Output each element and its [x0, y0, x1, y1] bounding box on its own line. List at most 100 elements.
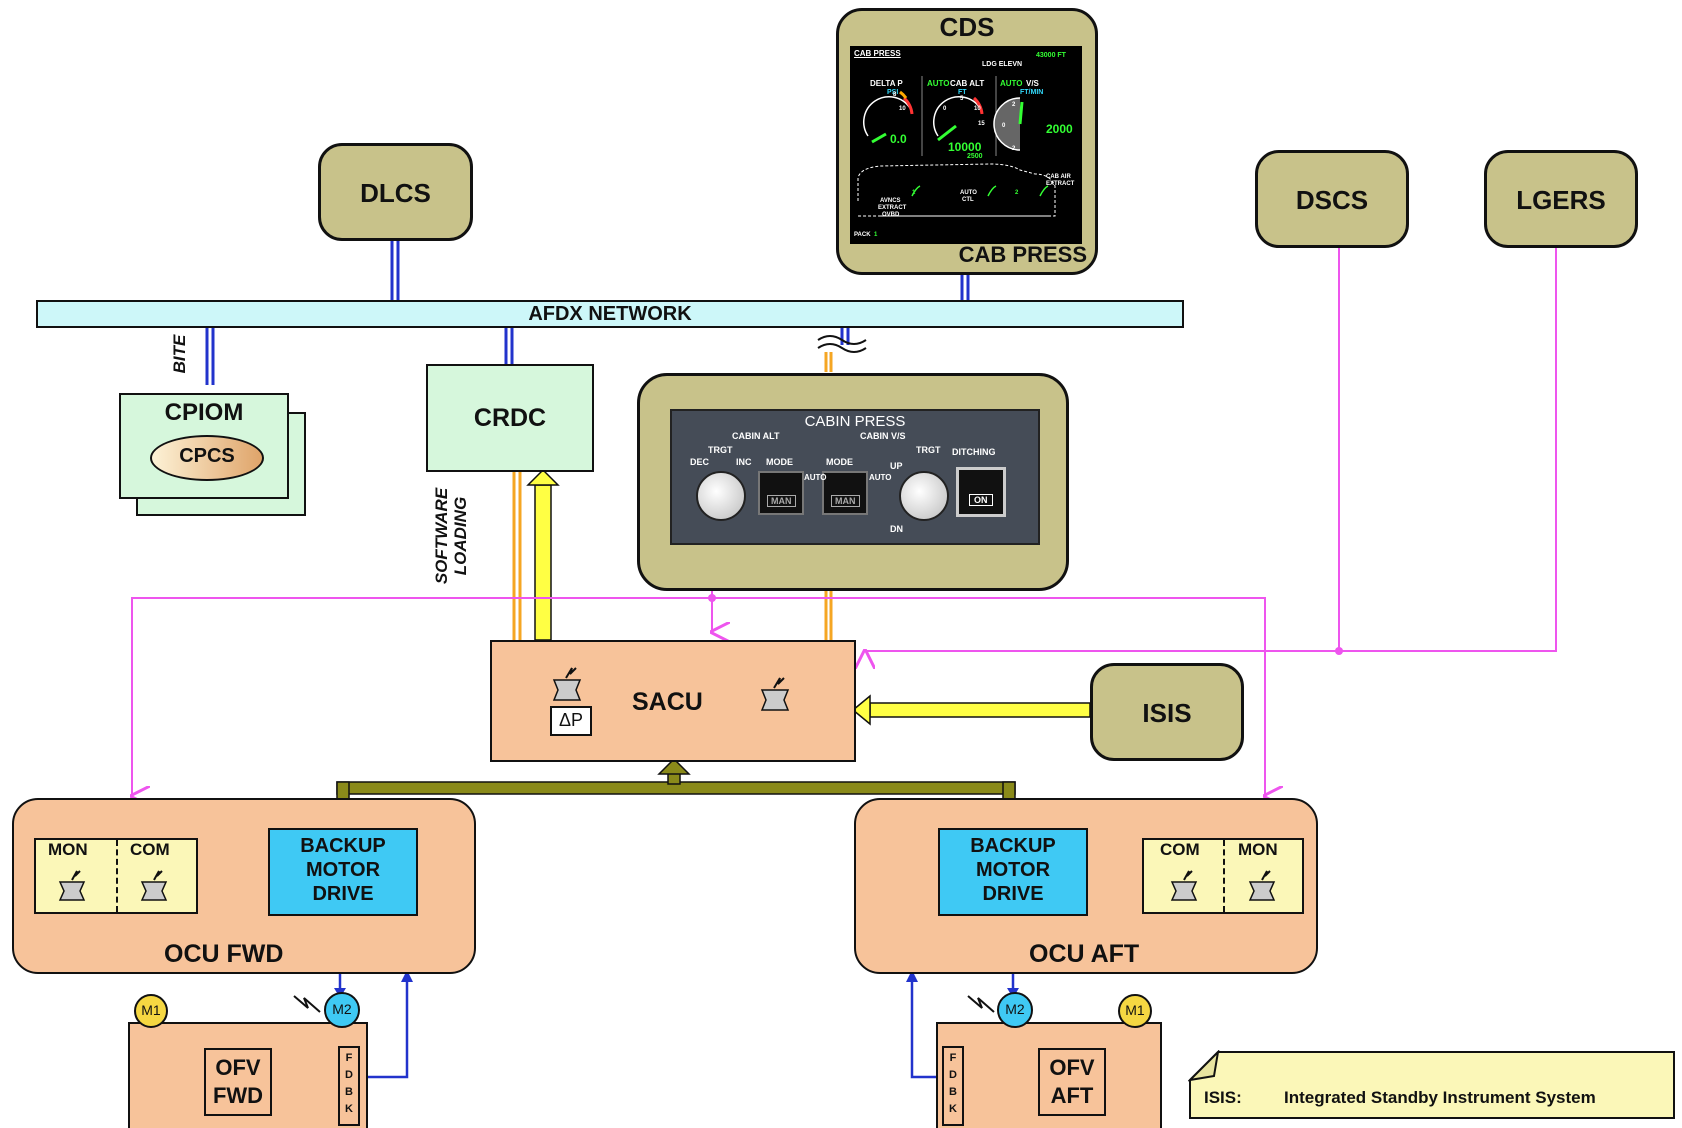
loading-label: LOADING: [451, 496, 470, 576]
crdc-node: CRDC: [426, 364, 594, 472]
auto-left: AUTO: [804, 473, 827, 482]
fdbk-b: B: [345, 1086, 353, 1098]
isis-legend-note: ISIS: Integrated Standby Instrument Syst…: [1188, 1050, 1678, 1120]
g2-tick-5: 5: [960, 96, 964, 102]
g1-tick-10: 10: [899, 106, 906, 112]
ofv-fwd-m2: M2: [324, 992, 360, 1028]
cab-alt-value: 10000: [948, 140, 982, 154]
dlcs-node: DLCS: [318, 143, 473, 241]
auto-right: AUTO: [869, 473, 892, 482]
ocu-fwd-backup-motor-drive: BACKUP MOTOR DRIVE: [268, 828, 418, 916]
ocu-aft-mon: MON: [1238, 840, 1278, 859]
cds-screen: CAB PRESS LDG ELEVN 43000 FT DELTA P PSI…: [850, 46, 1082, 244]
m2-label: M2: [332, 1001, 352, 1017]
up-label: UP: [890, 461, 903, 471]
m1-label: M1: [141, 1002, 161, 1018]
legend-abbr: ISIS:: [1204, 1088, 1242, 1107]
cabin-vs-knob[interactable]: [899, 471, 949, 521]
break-symbol: [817, 335, 867, 345]
pack-num: 1: [874, 232, 878, 238]
avncs-3: OVBD: [882, 212, 900, 218]
ditching-button[interactable]: ON: [956, 467, 1006, 517]
ofv-word: OFV: [215, 1055, 261, 1080]
cabin-press-panel-frame: CABIN PRESS CABIN ALT CABIN V/S TRGT TRG…: [637, 373, 1069, 591]
ofv-fwd-lightning-icon: [293, 995, 321, 1013]
motor-word: MOTOR: [975, 859, 1051, 881]
delta-p-value: 0.0: [890, 132, 907, 146]
cpiom-label: CPIOM: [164, 399, 244, 426]
fwd-word: FWD: [212, 1083, 264, 1108]
bite-label: BITE: [170, 334, 189, 374]
fdbk-d: D: [345, 1069, 353, 1081]
sacu-label: SACU: [632, 688, 703, 716]
g3-tick-2b: 2: [1012, 146, 1016, 152]
ft-unit: FT: [958, 89, 967, 96]
ofv-fwd-box: OFV FWD: [204, 1048, 272, 1116]
g2-tick-10: 10: [974, 106, 981, 112]
cabin-alt-knob[interactable]: [696, 471, 746, 521]
man-right: MAN: [831, 495, 860, 507]
ocu-aft-com: COM: [1160, 840, 1200, 859]
mode-right-button[interactable]: MAN: [822, 471, 868, 515]
ditching-on: ON: [969, 494, 993, 506]
mode-left-button[interactable]: MAN: [758, 471, 804, 515]
cabair-1: CAB AIR: [1046, 174, 1071, 180]
dec-label: DEC: [690, 457, 710, 467]
ofv-aft-m1: M1: [1118, 994, 1152, 1028]
ofv-word: OFV: [1049, 1055, 1095, 1080]
cpcs-ellipse: CPCS: [150, 435, 264, 481]
ditching-label: DITCHING: [952, 447, 996, 457]
sacu-node: SACU ΔP: [490, 640, 856, 762]
mode-left: MODE: [766, 457, 793, 467]
dscs-node: DSCS: [1255, 150, 1409, 248]
motor-word: MOTOR: [305, 859, 381, 881]
cab-v: 1: [912, 190, 916, 196]
cabin-vs-label: CABIN V/S: [860, 431, 906, 441]
ldg-value: 43000 FT: [1036, 52, 1066, 59]
yellow-arrow-isis: [851, 694, 1091, 726]
cabin-press-panel: CABIN PRESS CABIN ALT CABIN V/S TRGT TRG…: [670, 409, 1040, 545]
g2-tick-15: 15: [978, 121, 985, 127]
g2-tick-0: 0: [943, 106, 947, 112]
vs-mode: AUTO: [1000, 79, 1023, 88]
fdbk-k: K: [345, 1103, 353, 1115]
vs-label: V/S: [1026, 79, 1039, 88]
software-label: SOFTWARE: [432, 487, 451, 585]
cds-page-label: CAB PRESS: [958, 242, 1087, 267]
aft-word: AFT: [1050, 1083, 1094, 1108]
crdc-label: CRDC: [473, 404, 547, 432]
ocu-fwd-com: COM: [130, 840, 170, 859]
mode-right: MODE: [826, 457, 853, 467]
ocu-aft-processors: COM MON: [1142, 838, 1304, 914]
ofv-fwd-fdbk: F D B K: [338, 1046, 360, 1126]
ocu-fwd-chip-icons: [58, 870, 168, 901]
ocu-aft-backup-motor-drive: BACKUP MOTOR DRIVE: [938, 828, 1088, 916]
backup-word: BACKUP: [300, 835, 386, 857]
cds-gauges: [857, 76, 1056, 217]
ocu-aft-chip-icons: [1170, 870, 1276, 901]
avncs-1: AVNCS: [880, 198, 901, 204]
ocu-aft-node: OCU AFT BACKUP MOTOR DRIVE COM MON: [854, 798, 1318, 974]
g3-tick-0: 0: [1002, 123, 1006, 129]
cab-alt-label: CAB ALT: [950, 79, 985, 88]
m2-label: M2: [1005, 1001, 1025, 1017]
inc-label: INC: [736, 457, 752, 467]
ldg-elevn: LDG ELEVN: [982, 61, 1023, 68]
cds-node: CDS CAB PRESS CAB PRESS LDG ELEVN 43000 …: [836, 8, 1098, 275]
ftmin-unit: FT/MIN: [1020, 89, 1044, 96]
ofv-aft-m2: M2: [997, 992, 1033, 1028]
cds-label: CDS: [939, 12, 995, 42]
fdbk-f: F: [345, 1052, 353, 1064]
delta-p-label: ΔP: [558, 710, 584, 730]
ocu-fwd-processors: MON COM: [34, 838, 198, 914]
isis-label: ISIS: [1142, 698, 1192, 728]
note-shape: [1188, 1050, 1675, 1119]
cds-screen-title: CAB PRESS: [854, 49, 901, 58]
ocu-aft-backup-label: BACKUP MOTOR DRIVE: [940, 834, 1086, 906]
fdbk-f: F: [949, 1052, 957, 1064]
legend-text: Integrated Standby Instrument System: [1284, 1088, 1596, 1107]
discrete-links: [132, 243, 1557, 796]
vs-value: 2000: [1046, 122, 1073, 136]
afdx-network-label: AFDX NETWORK: [528, 303, 692, 325]
